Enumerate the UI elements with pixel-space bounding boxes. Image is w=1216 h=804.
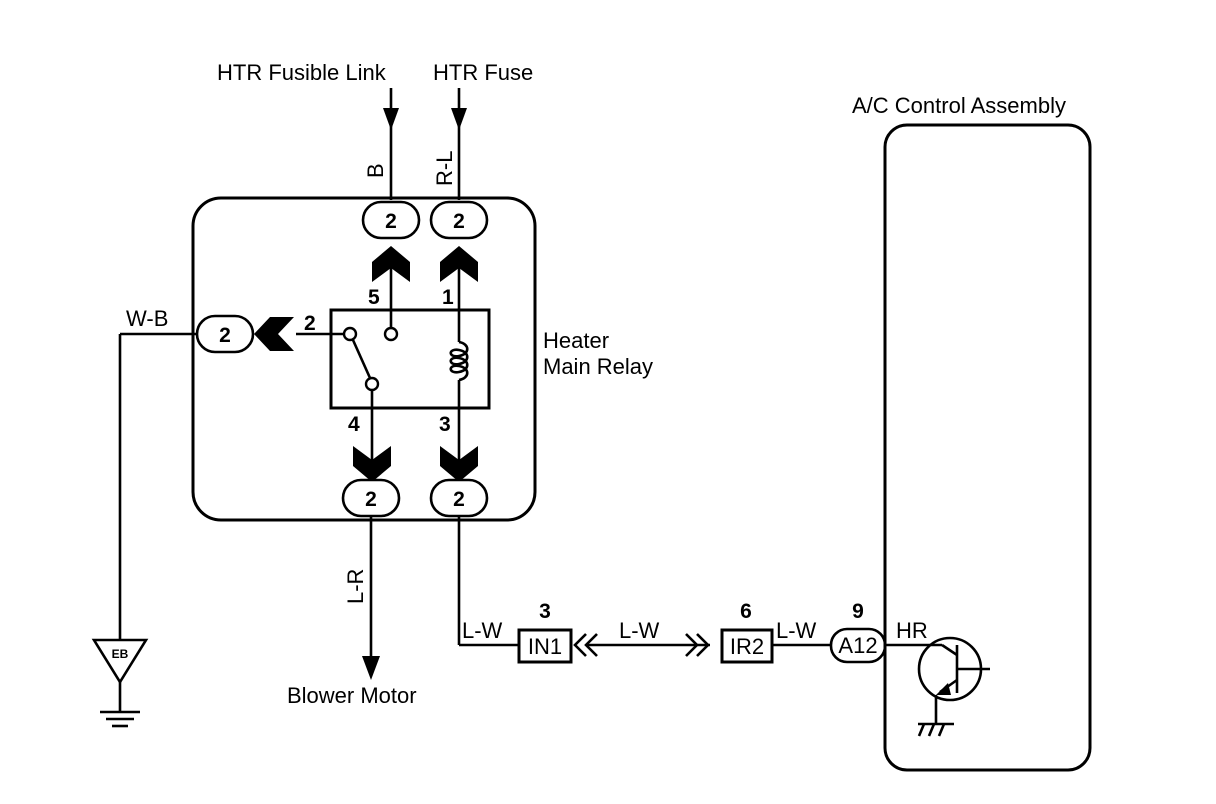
heater-main-relay-label-line2: Main Relay bbox=[543, 354, 653, 379]
relay-switch-contacts bbox=[296, 248, 399, 470]
transistor-icon bbox=[885, 636, 990, 702]
pin-number-5: 5 bbox=[368, 286, 380, 309]
wire-color-l-w-3: L-W bbox=[776, 618, 817, 643]
ground-wire bbox=[118, 332, 197, 640]
wire-color-l-w-2: L-W bbox=[619, 618, 660, 643]
pin-number-1: 1 bbox=[442, 286, 454, 309]
terminal-chevron-4 bbox=[353, 446, 391, 482]
svg-text:2: 2 bbox=[365, 488, 377, 511]
wire-color-r-l: R-L bbox=[432, 151, 457, 186]
svg-text:2: 2 bbox=[453, 210, 465, 233]
terminal-chevron-2 bbox=[254, 317, 294, 351]
blower-motor-label: Blower Motor bbox=[287, 683, 417, 708]
wire-color-w-b: W-B bbox=[126, 306, 168, 331]
connector-a12: A12 bbox=[829, 627, 887, 664]
terminal-chevron-3 bbox=[440, 446, 478, 482]
fuse-input-arrow bbox=[451, 88, 467, 200]
svg-text:IR2: IR2 bbox=[730, 634, 764, 659]
transistor-ground-symbol bbox=[917, 695, 954, 737]
htr-fusible-link-label: HTR Fusible Link bbox=[217, 60, 387, 85]
wire-color-l-r: L-R bbox=[343, 569, 368, 604]
svg-text:EB: EB bbox=[112, 647, 129, 661]
wire-color-l-w-1: L-W bbox=[462, 618, 503, 643]
heater-main-relay-housing bbox=[191, 196, 537, 522]
relay-connector-top-right: 2 bbox=[429, 200, 489, 240]
pin-number-3: 3 bbox=[439, 413, 451, 436]
relay-output-wire bbox=[457, 516, 519, 647]
relay-inner-box bbox=[329, 308, 491, 410]
svg-text:2: 2 bbox=[219, 324, 231, 347]
ground-symbol bbox=[100, 682, 140, 728]
relay-connector-top-left: 2 bbox=[361, 200, 421, 240]
connector-ir2: IR2 bbox=[720, 628, 774, 664]
ac-control-assembly-label: A/C Control Assembly bbox=[852, 93, 1066, 118]
fusible-link-input-arrow bbox=[383, 88, 399, 200]
htr-fuse-label: HTR Fuse bbox=[433, 60, 533, 85]
a12-pin-number: 9 bbox=[852, 600, 864, 623]
relay-connector-bottom-left: 2 bbox=[341, 478, 401, 518]
svg-text:A12: A12 bbox=[838, 633, 877, 658]
wire-color-b: B bbox=[363, 163, 388, 178]
relay-connector-side: 2 bbox=[195, 314, 255, 354]
pin-number-2: 2 bbox=[304, 312, 316, 335]
relay-coil bbox=[449, 248, 469, 470]
ac-control-assembly-box bbox=[883, 123, 1092, 772]
pin-number-4: 4 bbox=[348, 413, 360, 436]
in1-ir2-connection bbox=[573, 633, 710, 657]
blower-motor-wire bbox=[362, 516, 380, 680]
ir2-pin-number: 6 bbox=[740, 600, 752, 623]
heater-main-relay-label-line1: Heater bbox=[543, 328, 609, 353]
terminal-hr-label: HR bbox=[896, 618, 928, 643]
svg-text:2: 2 bbox=[385, 210, 397, 233]
connector-in1: IN1 bbox=[517, 628, 573, 664]
in1-pin-number: 3 bbox=[539, 600, 551, 623]
relay-connector-bottom-right: 2 bbox=[429, 478, 489, 518]
ground-point-eb: EB bbox=[91, 638, 149, 685]
svg-text:2: 2 bbox=[453, 488, 465, 511]
svg-text:IN1: IN1 bbox=[528, 634, 562, 659]
